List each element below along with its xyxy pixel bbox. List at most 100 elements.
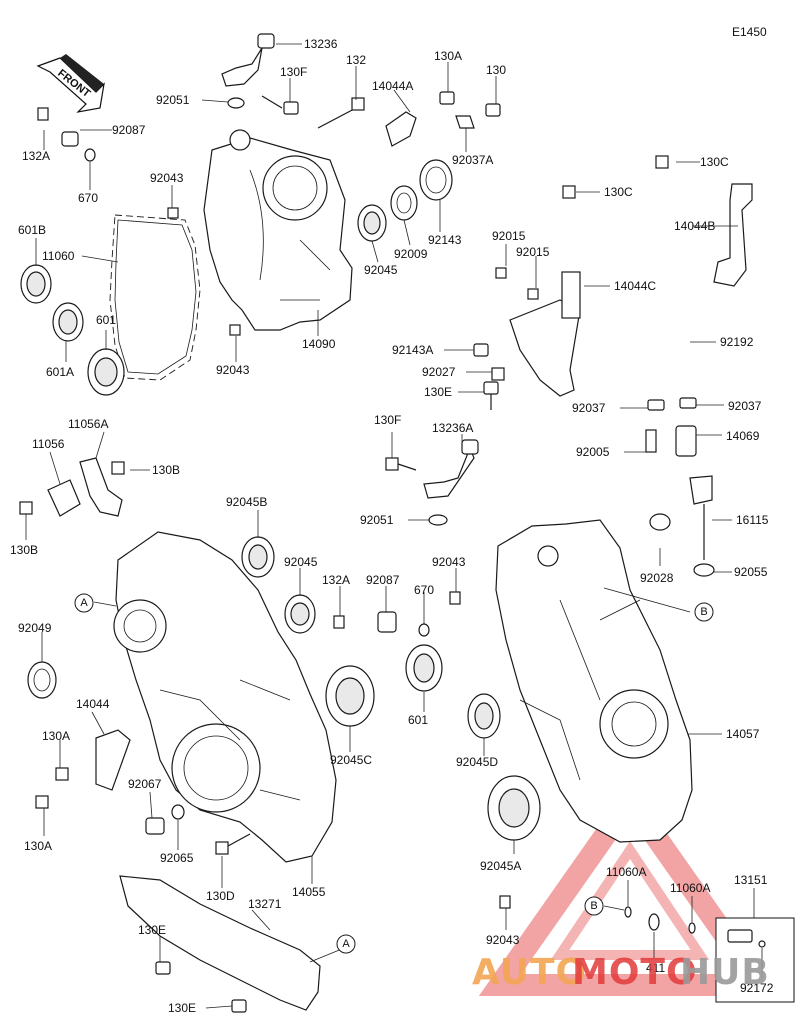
oring-11060A-1 (624, 906, 632, 918)
bolt-130A-1 (55, 767, 69, 781)
label-130A-1: 130A (42, 729, 70, 743)
case-14057 (495, 519, 693, 843)
label-14057: 14057 (726, 727, 760, 741)
label-14044: 14044 (76, 697, 110, 711)
label-14069: 14069 (726, 429, 760, 443)
seal-92009 (390, 185, 418, 221)
label-92065: 92065 (160, 851, 194, 865)
nut-92015-1 (495, 267, 507, 279)
bearing-92045-mid (284, 594, 316, 634)
seal-92143 (419, 159, 453, 201)
label-130A-top: 130A (434, 49, 462, 63)
label-92055: 92055 (734, 565, 768, 579)
bush-92027 (491, 367, 505, 381)
oring-92055 (693, 563, 715, 577)
bearing-92045B (241, 536, 275, 578)
label-130E-mid: 130E (424, 385, 452, 399)
hose-92192 (656, 306, 690, 391)
bracket-14044 (95, 729, 131, 791)
label-92045D: 92045D (456, 755, 498, 769)
bolt-130E-mid (483, 381, 499, 410)
label-92015-2: 92015 (516, 245, 550, 259)
label-92028: 92028 (640, 571, 674, 585)
washer-411 (648, 913, 660, 931)
bearing-92045-top (357, 204, 387, 242)
label-14044B: 14044B (674, 219, 715, 233)
pin-92043-a (167, 207, 179, 219)
plug-92087-mid (377, 611, 397, 633)
svg-text:B: B (590, 900, 597, 912)
clamp-92037-2 (679, 397, 697, 409)
watermark-triangle (478, 780, 782, 996)
label-92043-c: 92043 (432, 555, 466, 569)
label-13236: 13236 (304, 37, 338, 51)
bracket-14044A (385, 111, 417, 147)
washer-92065 (171, 804, 185, 820)
svg-text:B: B (700, 606, 707, 618)
lever-13236A (423, 439, 479, 499)
label-13271: 13271 (248, 897, 282, 911)
label-92051-mid: 92051 (360, 513, 394, 527)
label-92045A: 92045A (480, 859, 521, 873)
label-92009: 92009 (394, 247, 428, 261)
marker-A-left: A (74, 593, 94, 613)
cover-13271 (119, 875, 321, 1011)
bolt-132A-mid (333, 615, 345, 629)
label-130C-1: 130C (700, 155, 729, 169)
pin-92043-d (499, 895, 511, 909)
oring-670-mid (418, 623, 430, 637)
bearing-601-mid (405, 644, 443, 692)
seal-92028 (649, 513, 671, 531)
watermark-hub: HUB (680, 952, 770, 993)
bolt-130B-2 (19, 501, 33, 515)
lever-13236 (221, 33, 275, 87)
seal-92051-top (227, 97, 245, 109)
gasket-11060-inner (114, 219, 197, 375)
label-92037-2: 92037 (728, 399, 762, 413)
label-14044A: 14044A (372, 79, 413, 93)
label-13236A: 13236A (432, 421, 473, 435)
bearing-601B (20, 264, 52, 304)
bolt-130E-1 (155, 961, 171, 975)
label-130B-1: 130B (152, 463, 180, 477)
plug-92087-top (61, 131, 79, 147)
label-16115: 16115 (736, 513, 769, 527)
bracket-11056 (47, 479, 81, 517)
nut-92015-2 (527, 288, 539, 300)
label-601A: 601A (46, 365, 74, 379)
bolt-130A-2 (35, 795, 49, 809)
label-92143: 92143 (428, 233, 462, 247)
bolt-132A-top (37, 107, 49, 121)
label-92043-d: 92043 (486, 933, 520, 947)
label-130D: 130D (206, 889, 235, 903)
label-130F-top: 130F (280, 65, 307, 79)
pin-92043-c (449, 591, 461, 605)
seal-92051-mid (428, 514, 448, 526)
label-130C-2: 130C (604, 185, 633, 199)
label-130A-2: 130A (24, 839, 52, 853)
label-11060: 11060 (42, 249, 75, 263)
label-130-top: 130 (486, 63, 506, 77)
label-92172: 92172 (740, 981, 774, 995)
label-132: 132 (346, 53, 366, 67)
bearing-92045A (487, 775, 541, 841)
part-labels: 13236 132 130A 130 130F 92051 14044A 920… (10, 37, 774, 1015)
oring-670-top (84, 148, 96, 162)
dipstick-16115 (689, 475, 713, 560)
bolt-130E-2 (231, 999, 247, 1013)
label-92067: 92067 (128, 777, 162, 791)
breather-14069 (675, 425, 697, 457)
watermark-moto: MOTO (572, 952, 698, 993)
label-92087-mid: 92087 (366, 573, 400, 587)
bolt-92172 (727, 929, 766, 948)
label-11060A-2: 11060A (670, 881, 710, 895)
case-14055 (113, 531, 337, 863)
cover-ribs (249, 169, 331, 301)
label-130F-mid: 130F (374, 413, 401, 427)
seal-92049 (27, 661, 57, 699)
bolt-130F-mid (385, 457, 417, 471)
label-92192: 92192 (720, 335, 754, 349)
bracket-14044B (713, 183, 753, 287)
bolt-130A-top (439, 91, 455, 105)
